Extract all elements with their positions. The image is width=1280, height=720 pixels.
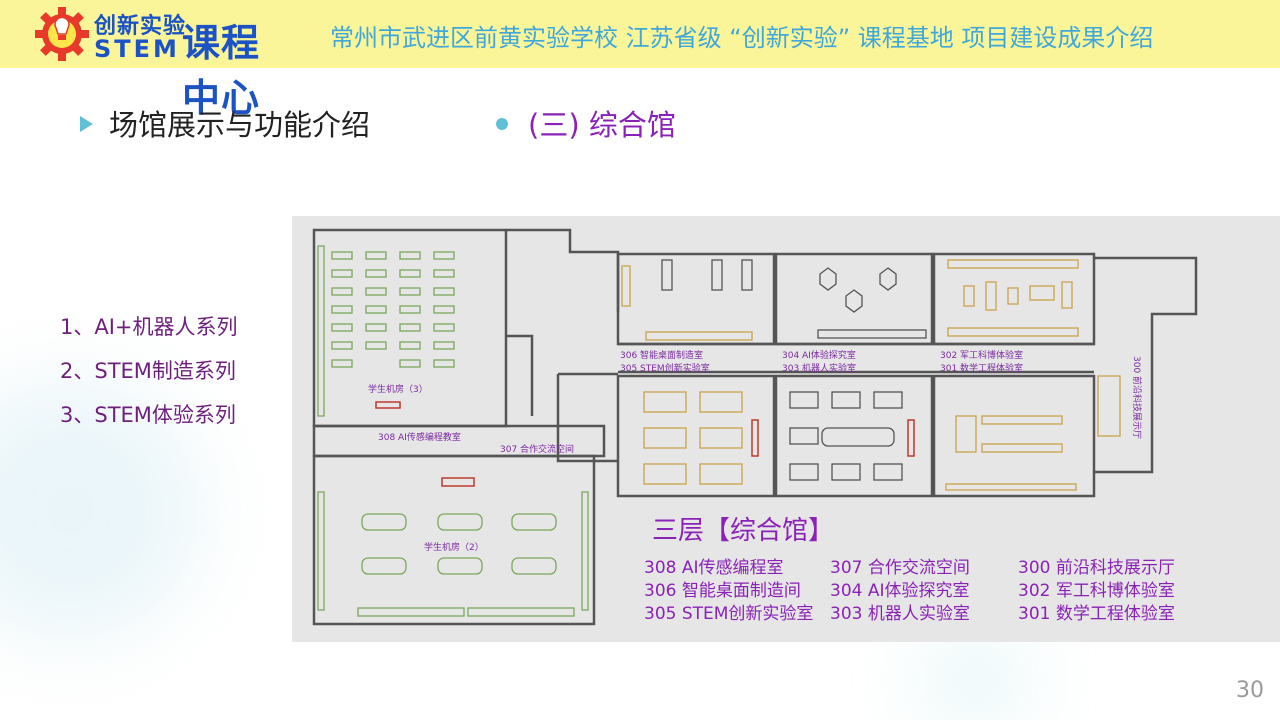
room-label-304: 304 AI体验探究室: [782, 349, 856, 361]
series-list: 1、AI+机器人系列 2、STEM制造系列 3、STEM体验系列: [60, 312, 238, 444]
plan-title: 三层【综合馆】: [652, 516, 835, 546]
room-label-302: 302 军工科博体验室: [940, 349, 1023, 361]
room-label-303: 303 机器人实验室: [782, 362, 856, 374]
list-item: 2、STEM制造系列: [60, 359, 236, 383]
room-label-305: 305 STEM创新实验室: [620, 362, 710, 374]
logo-text-top: 创新实验: [94, 14, 187, 39]
legend-item: 306 智能桌面制造间: [644, 581, 801, 601]
sub-heading: (三) 综合馆: [496, 102, 676, 144]
section-heading-text: 场馆展示与功能介绍: [109, 108, 371, 142]
floor-plan: 学生机房（3） 学生机房（2） 308 AI传感编程教室 307 合作交流空间 …: [292, 216, 1280, 642]
legend-item: 308 AI传感编程室: [644, 558, 784, 578]
sub-heading-text: (三) 综合馆: [528, 108, 676, 142]
room-label-306: 306 智能桌面制造室: [620, 349, 703, 361]
logo: 创新实验 STEM 课程中心: [32, 6, 294, 120]
background-decoration: [0, 380, 200, 640]
gear-bulb-icon: [35, 7, 89, 61]
floor-plan-drawing: 学生机房（3） 学生机房（2） 308 AI传感编程教室 307 合作交流空间 …: [312, 228, 1198, 626]
logo-text-big: 课程中心: [182, 21, 261, 120]
dot-bullet-icon: [496, 118, 508, 130]
legend-item: 300 前沿科技展示厅: [1018, 558, 1175, 578]
room-label-308: 308 AI传感编程教室: [378, 431, 461, 443]
section-heading: 场馆展示与功能介绍: [80, 102, 370, 144]
room-label-3: 学生机房（3）: [368, 383, 428, 395]
list-item: 1、AI+机器人系列: [60, 315, 238, 339]
triangle-bullet-icon: [80, 116, 93, 132]
legend-item: 303 机器人实验室: [830, 604, 970, 624]
legend-item: 304 AI体验探究室: [830, 581, 970, 601]
header-banner: 创新实验 STEM 课程中心 常州市武进区前黄实验学校 江苏省级 “创新实验” …: [0, 0, 1280, 120]
room-label-2: 学生机房（2）: [424, 541, 484, 553]
room-label-301: 301 数学工程体验室: [940, 362, 1023, 374]
page-number: 30: [1236, 678, 1264, 703]
legend-item: 302 军工科博体验室: [1018, 581, 1175, 601]
legend-item: 307 合作交流空间: [830, 558, 970, 578]
list-item: 3、STEM体验系列: [60, 403, 236, 427]
header-title: 常州市武进区前黄实验学校 江苏省级 “创新实验” 课程基地 项目建设成果介绍: [330, 24, 1154, 52]
logo-text-bottom: STEM: [94, 35, 180, 63]
room-label-300: 300 前沿科技展示厅: [1131, 356, 1143, 439]
legend-item: 305 STEM创新实验室: [644, 604, 814, 624]
legend-item: 301 数学工程体验室: [1018, 604, 1175, 624]
room-label-307: 307 合作交流空间: [500, 443, 574, 455]
background-decoration: [920, 640, 1030, 720]
